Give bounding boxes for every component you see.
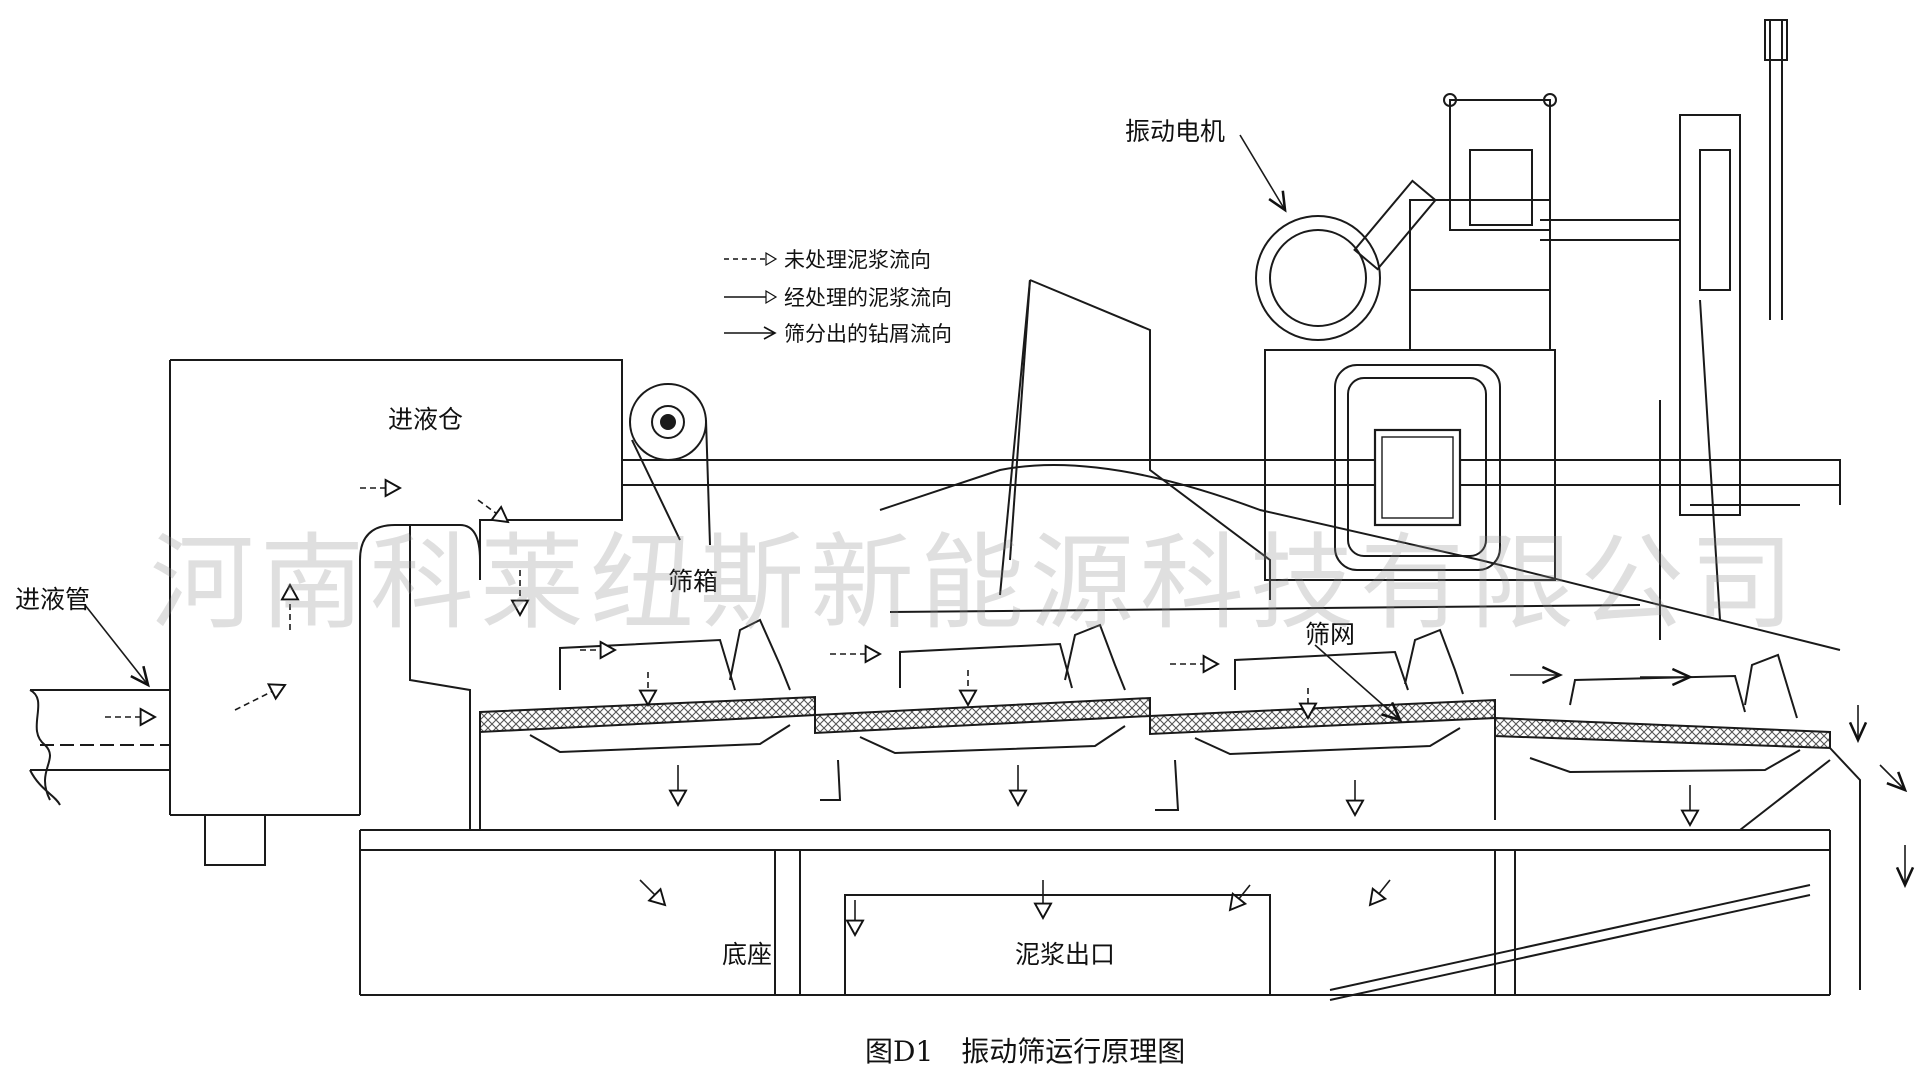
screen-deck-1	[479, 618, 816, 830]
mud-outlet-box	[844, 894, 1271, 996]
base-frame	[359, 829, 1831, 1001]
legend-dashed: 未处理泥浆流向	[722, 244, 931, 274]
label-screen-box: 筛箱	[668, 567, 719, 596]
vibrating-screen-drawing	[29, 19, 1915, 1001]
solid-arrow-icon	[724, 326, 777, 340]
legend-solid-text: 筛分出的钻屑流向	[784, 322, 952, 346]
dashed-arrow-icon	[724, 251, 778, 267]
label-vibration-motor: 振动电机	[1125, 117, 1226, 146]
figure-caption: 图D1 振动筛运行原理图	[865, 1035, 1186, 1068]
control-box	[1264, 349, 1556, 581]
screen-deck-4	[1494, 653, 1861, 990]
hollow-arrow-icon	[724, 289, 778, 305]
inlet-pipe-outline	[29, 689, 170, 806]
legend-hollow-text: 经处理的泥浆流向	[784, 286, 952, 310]
inlet-bin-outline	[169, 359, 623, 866]
watermark: 河南科莱纽斯新能源科技有限公司	[150, 522, 1801, 644]
screen-deck-2	[814, 623, 1151, 801]
screen-decks	[479, 618, 1861, 990]
label-mud-outlet: 泥浆出口	[1015, 940, 1116, 969]
label-base: 底座	[722, 940, 773, 969]
label-inlet-bin: 进液仓	[388, 405, 464, 434]
screen-box-frame	[622, 279, 1841, 651]
leader-lines	[84, 134, 1403, 723]
legend-solid: 筛分出的钻屑流向	[722, 318, 952, 348]
label-screen-mesh: 筛网	[1305, 620, 1356, 649]
legend-dashed-text: 未处理泥浆流向	[784, 248, 931, 272]
vibration-motor	[1255, 93, 1557, 351]
legend-hollow: 经处理的泥浆流向	[722, 282, 952, 312]
screen-deck-3	[1149, 628, 1496, 811]
flow-arrows	[105, 488, 1915, 935]
label-inlet-pipe: 进液管	[15, 585, 91, 614]
lifting-mechanism	[1540, 19, 1800, 640]
